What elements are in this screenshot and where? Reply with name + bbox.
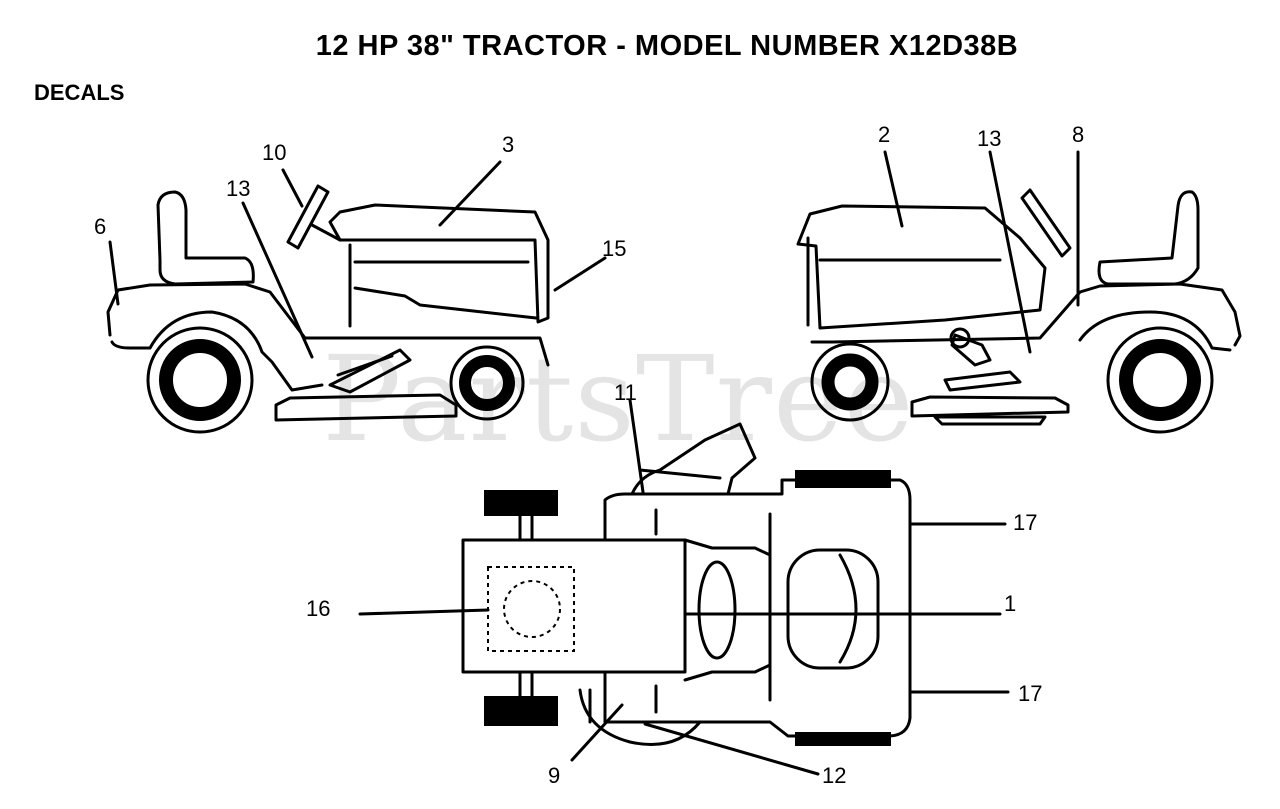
callout-11: 11 (614, 380, 637, 405)
right-side-view (796, 188, 1242, 434)
callout-2: 2 (878, 122, 890, 147)
callout-1: 1 (1004, 591, 1016, 616)
callout-9: 9 (548, 763, 560, 788)
callout-12: 12 (822, 763, 846, 788)
callout-8: 8 (1072, 122, 1084, 147)
page-title: 12 HP 38" TRACTOR - MODEL NUMBER X12D38B (315, 30, 1019, 62)
callout-13-right: 13 (977, 126, 1001, 151)
callout-labels: 3 10 13 6 15 2 13 8 11 17 1 17 16 9 12 (94, 122, 1084, 788)
section-label: DECALS (34, 80, 125, 105)
callout-16: 16 (306, 596, 330, 621)
callout-13-left: 13 (226, 176, 250, 201)
leader-lines (108, 150, 1080, 776)
callout-6: 6 (94, 214, 106, 239)
callout-10: 10 (262, 140, 286, 165)
callout-17-top: 17 (1013, 510, 1037, 535)
callout-3: 3 (502, 132, 514, 157)
callout-15: 15 (602, 236, 626, 261)
callout-17-bottom: 17 (1018, 681, 1042, 706)
top-view (461, 422, 912, 746)
left-side-view (106, 184, 550, 434)
